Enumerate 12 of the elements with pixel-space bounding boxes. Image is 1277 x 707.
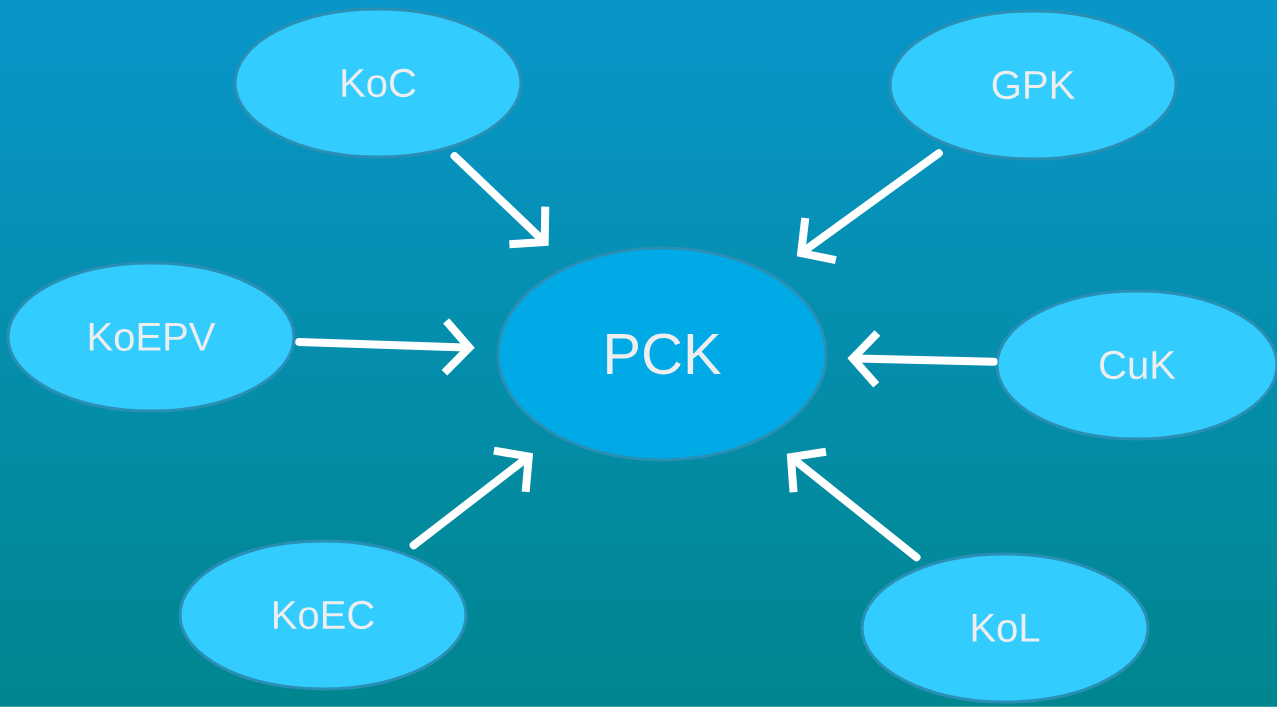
ellipse-node: KoEC <box>178 539 468 691</box>
arrow <box>786 447 921 562</box>
ellipse-node: KoL <box>860 552 1150 704</box>
ellipse-node: CuK <box>995 289 1277 441</box>
arrow <box>450 152 550 249</box>
arrow <box>847 330 998 388</box>
arrow <box>796 149 943 265</box>
arrow <box>409 446 534 550</box>
ellipse-node: KoC <box>233 7 523 159</box>
ellipse-node: KoEPV <box>6 261 296 413</box>
ellipse-node: GPK <box>888 9 1178 161</box>
arrow <box>295 318 475 376</box>
